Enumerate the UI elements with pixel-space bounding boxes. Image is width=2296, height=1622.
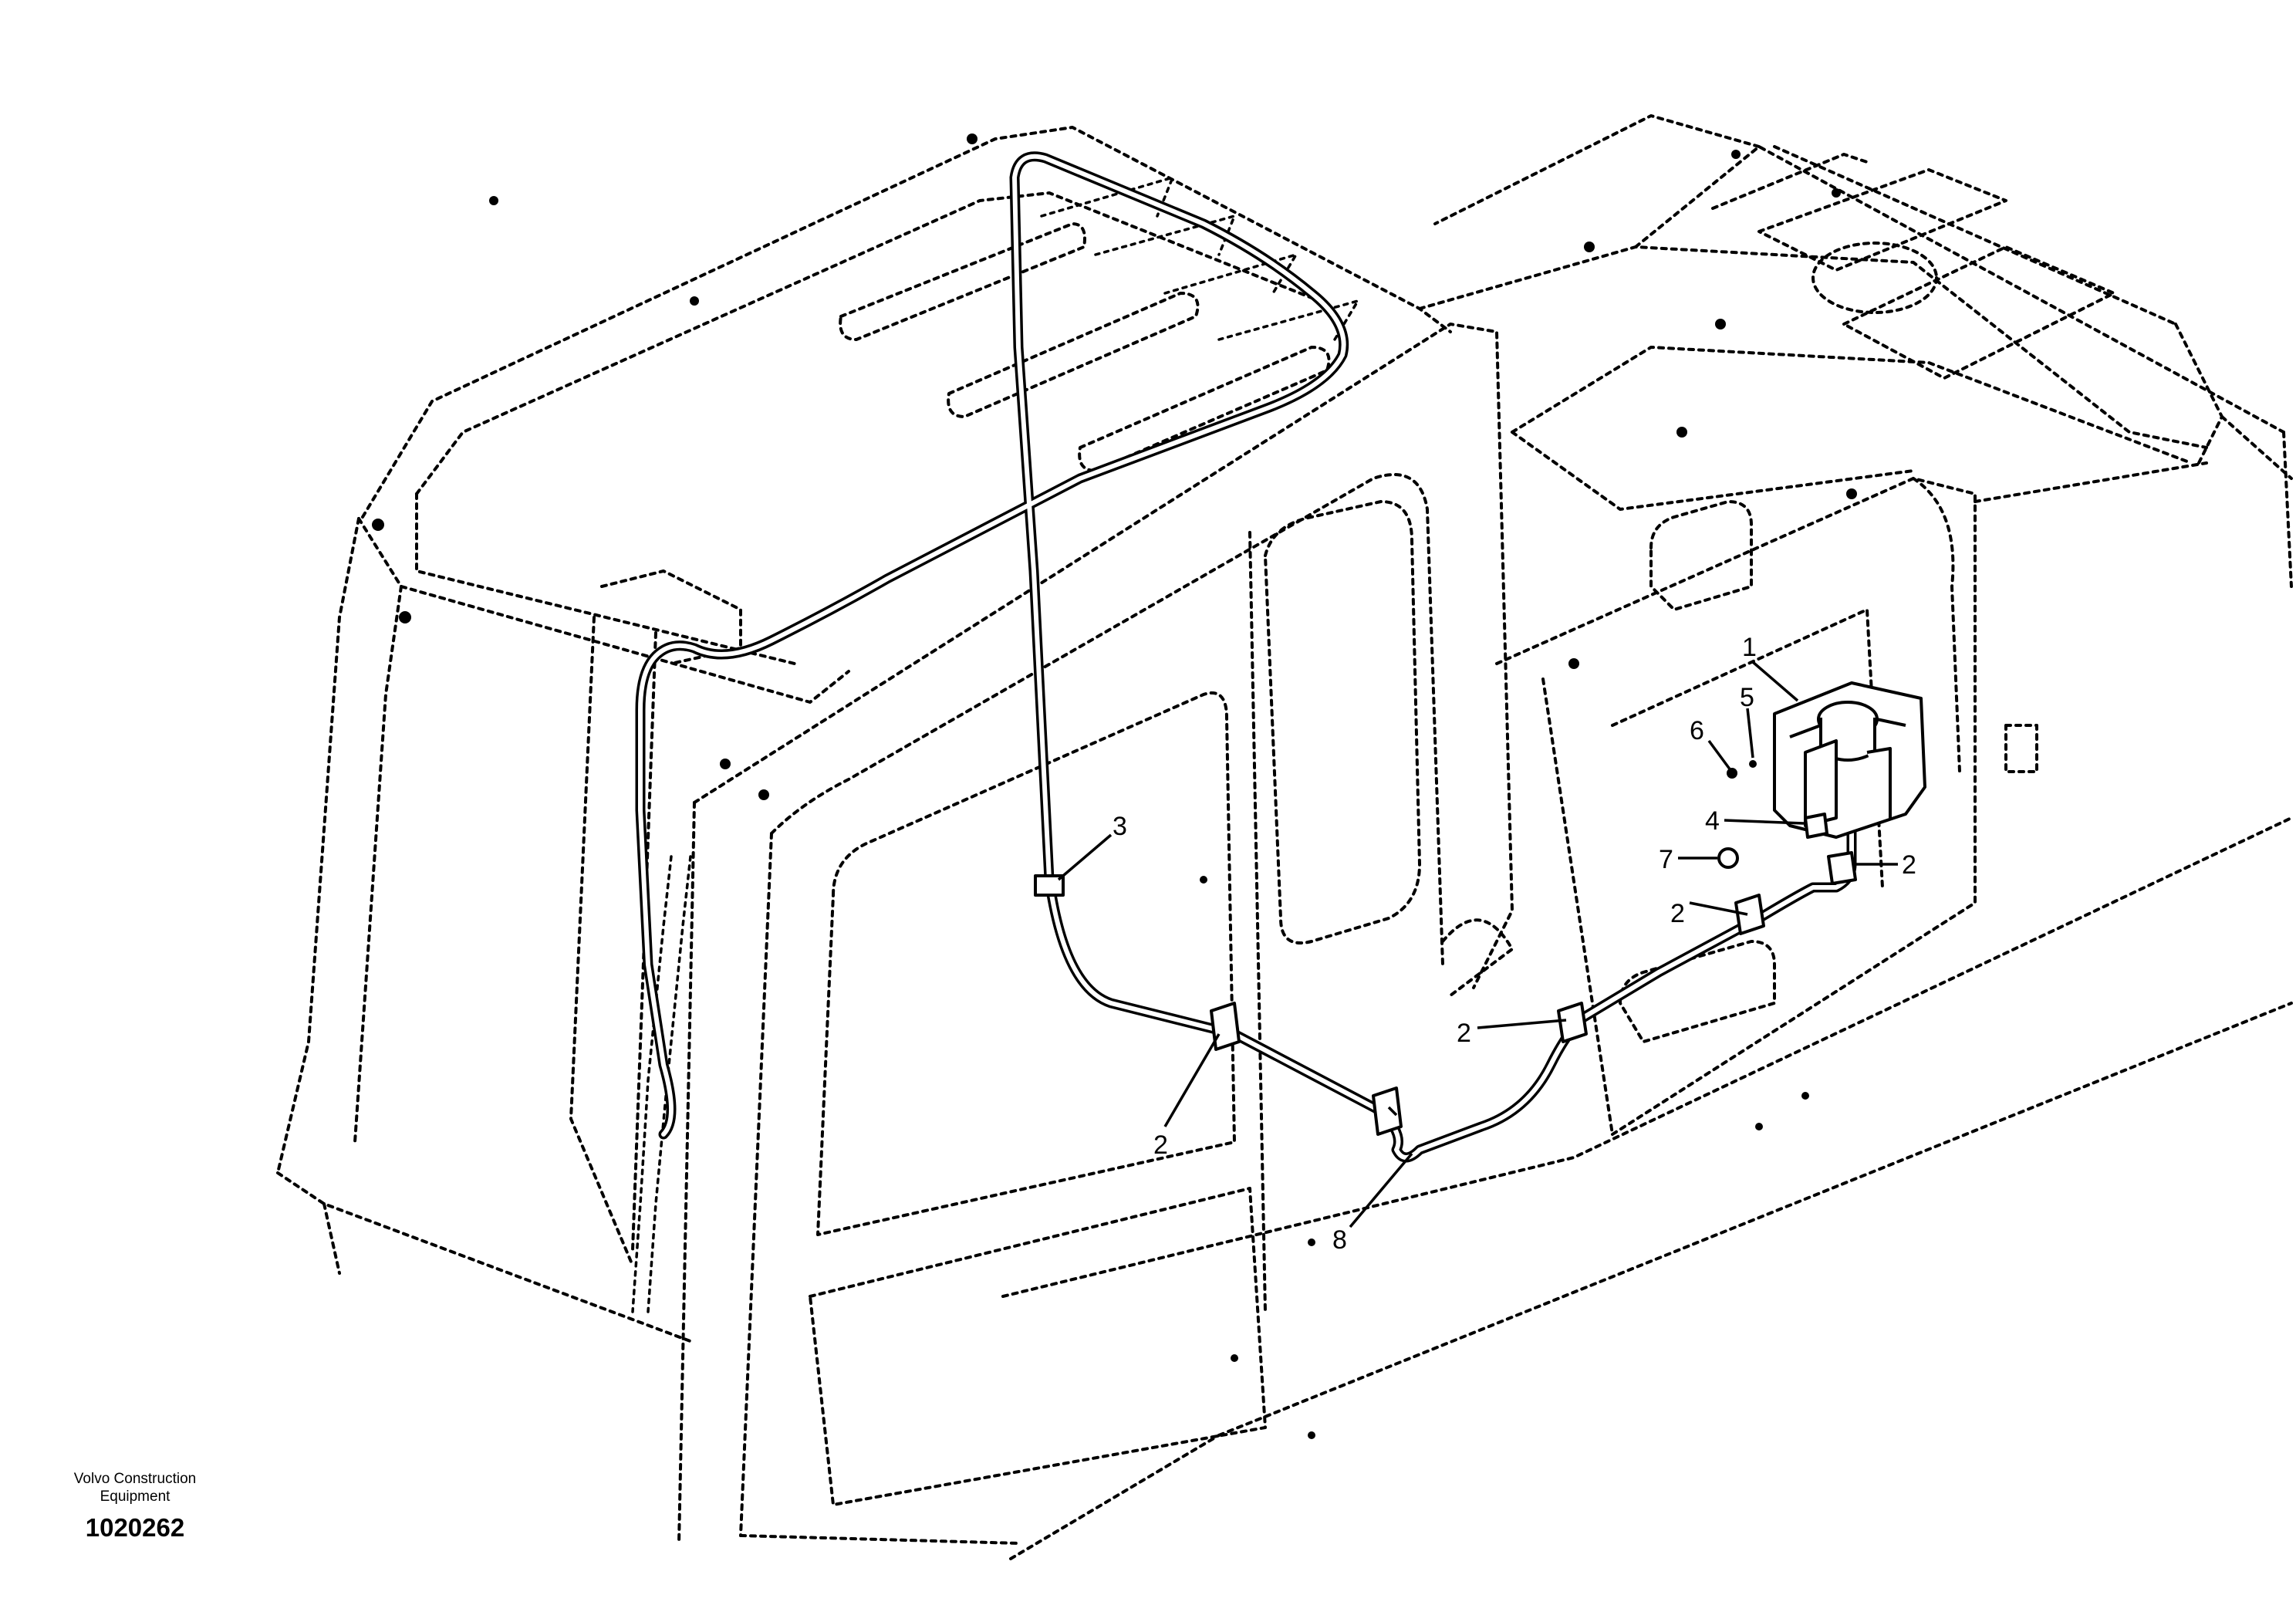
fastener-dots — [372, 133, 1857, 1439]
callout-2-clip-upper: 2 — [1670, 899, 1685, 928]
grommet-7 — [1717, 847, 1739, 869]
fittings — [1717, 760, 1828, 869]
hose-clip — [1827, 851, 1857, 885]
leader-lines — [1057, 661, 1898, 1228]
washer-hose — [635, 151, 1857, 1163]
nut-4 — [1804, 813, 1828, 839]
company-name-line-2: Equipment — [100, 1489, 171, 1505]
callout-2-clip-lower: 2 — [1153, 1130, 1168, 1160]
document-number: 1020262 — [85, 1513, 185, 1542]
callout-4: 4 — [1705, 806, 1720, 836]
callout-1: 1 — [1742, 633, 1757, 662]
company-name-line-1: Volvo Construction — [73, 1471, 197, 1487]
screw-6 — [1727, 768, 1737, 779]
drawing-caption: Volvo Construction Equipment 1020262 — [46, 1470, 224, 1543]
callout-8: 8 — [1332, 1225, 1347, 1255]
washer-5 — [1749, 760, 1757, 768]
hose-clip — [1557, 1002, 1588, 1043]
hose-clip — [1734, 894, 1765, 935]
hose-clip — [1372, 1086, 1403, 1136]
washer-reservoir — [1773, 681, 1926, 839]
cab-outline — [276, 114, 2293, 1560]
callout-2-reservoir: 2 — [1902, 850, 1916, 880]
callout-3: 3 — [1113, 812, 1127, 841]
callout-6: 6 — [1690, 716, 1704, 745]
callout-7: 7 — [1659, 845, 1673, 874]
callout-2-clip-middle: 2 — [1457, 1019, 1471, 1048]
callout-5: 5 — [1740, 683, 1754, 712]
callout-labels: 1 5 6 4 7 2 2 2 2 3 8 — [1113, 633, 1916, 1255]
